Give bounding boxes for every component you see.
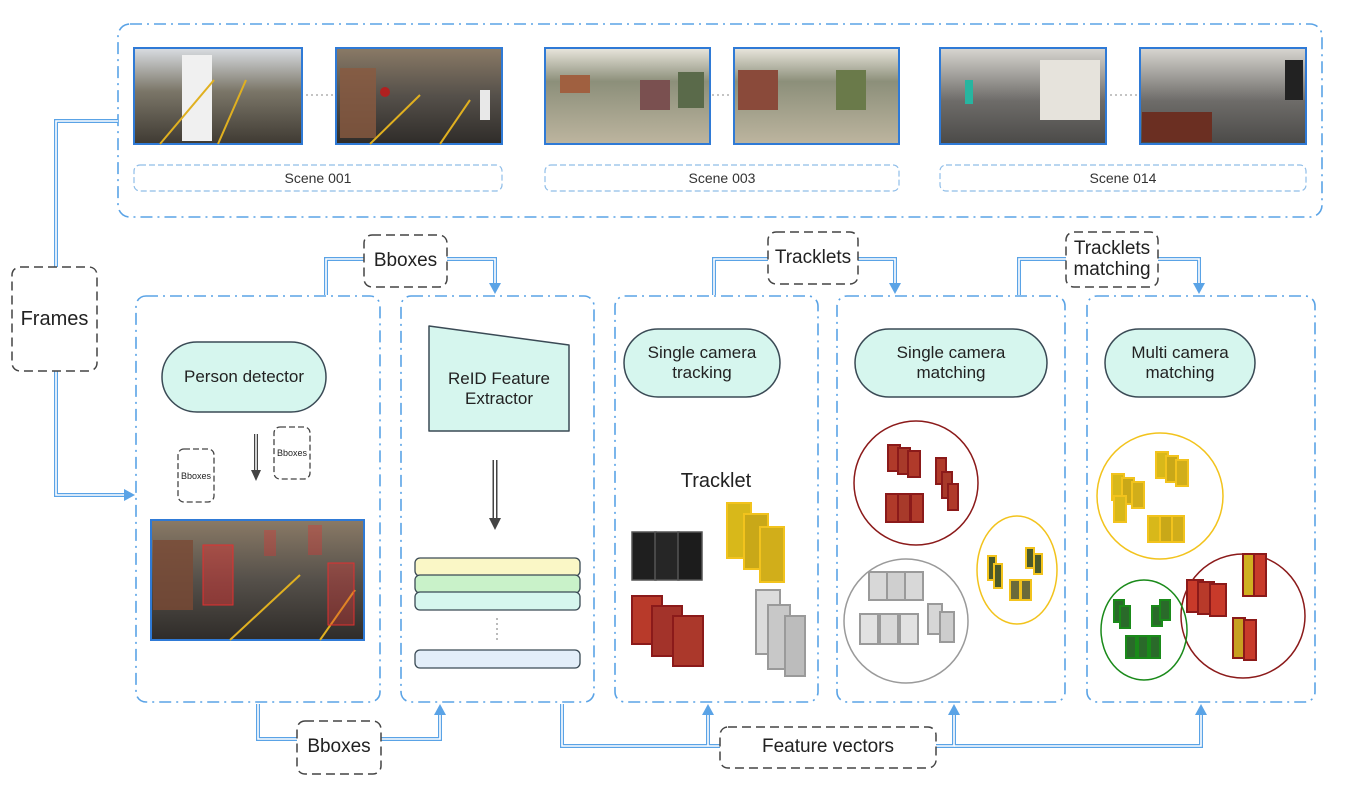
bbox-icon-left-label: Bboxes (180, 470, 212, 481)
cluster-gray-single (843, 558, 969, 684)
connectors (54, 119, 1203, 748)
scene-003-label-box (544, 164, 900, 192)
detector-panel (135, 295, 381, 703)
reid-extractor-label: ReID Feature Extractor (447, 368, 551, 408)
person-detector-pill (161, 341, 327, 413)
cluster-yellow-multi-thumbs (1111, 451, 1189, 543)
scene-001-frame-1 (133, 47, 303, 145)
cluster-red-single (853, 420, 979, 546)
frames-label: Frames (20, 308, 89, 330)
cluster-red-multi-thumbs (1186, 553, 1267, 661)
single-matching-label: Single camera matching (896, 342, 1006, 382)
cluster-green-multi-thumbs (1113, 599, 1171, 659)
single-matching-pill (854, 328, 1048, 398)
bboxes-bottom-label: Bboxes (307, 736, 371, 758)
bbox-icon-left (177, 448, 215, 503)
scene-001-label: Scene 001 (284, 170, 352, 186)
multi-matching-pill (1104, 328, 1256, 398)
multi-matching-label: Multi camera matching (1131, 342, 1229, 382)
scene-003-frame-1 (544, 47, 711, 145)
tracklets-matching-tag (1065, 231, 1159, 288)
single-tracking-pill (623, 328, 781, 398)
tracklet-thumbs-gray (755, 589, 806, 677)
tracklets-label: Tracklets (774, 246, 852, 268)
scene-014-label: Scene 014 (1089, 170, 1157, 186)
frames-tag (11, 266, 98, 372)
tracklet-thumbs-black (631, 531, 703, 581)
single-matching-panel (836, 295, 1066, 703)
feature-stack (414, 460, 581, 669)
tracking-panel (614, 295, 819, 703)
scene-014-label-box (939, 164, 1307, 192)
tracklet-thumbs-yellow (726, 502, 785, 583)
bboxes-bottom-tag (296, 720, 382, 775)
bboxes-top-label: Bboxes (373, 249, 438, 271)
multi-matching-panel (1086, 295, 1316, 703)
scene-001-frame-2 (335, 47, 503, 145)
cluster-red-single-thumbs (885, 444, 959, 523)
detector-down-arrow (251, 434, 261, 481)
feature-vectors-tag (719, 726, 937, 769)
tracklet-label: Tracklet (680, 469, 752, 492)
scene-001-label-box (133, 164, 503, 192)
person-detector-label: Person detector (183, 366, 304, 386)
cluster-green-multi (1100, 579, 1188, 681)
connector-arrowheads (124, 283, 1207, 715)
scene-003-label: Scene 003 (688, 170, 756, 186)
feature-vectors-label: Feature vectors (762, 736, 894, 758)
single-tracking-label: Single camera tracking (647, 342, 757, 382)
cluster-gray-single-thumbs (859, 571, 955, 645)
reid-panel (400, 295, 595, 703)
bboxes-top-tag (363, 234, 448, 288)
cluster-yellow-single-thumbs (987, 547, 1043, 601)
reid-extractor-shape (428, 325, 570, 432)
detector-output-image (150, 519, 365, 641)
bbox-icon-right-label: Bboxes (276, 448, 308, 458)
bbox-icon-right (273, 426, 311, 480)
tracklet-thumbs-red (631, 595, 704, 667)
scene-014-frame-1 (939, 47, 1107, 145)
cluster-yellow-single (976, 515, 1058, 625)
tracklets-matching-label: Tracklets matching (1073, 237, 1151, 280)
cluster-yellow-multi (1096, 432, 1224, 560)
scene-014-frame-2 (1139, 47, 1307, 145)
tracklets-tag (767, 231, 859, 285)
scene-003-frame-2 (733, 47, 900, 145)
